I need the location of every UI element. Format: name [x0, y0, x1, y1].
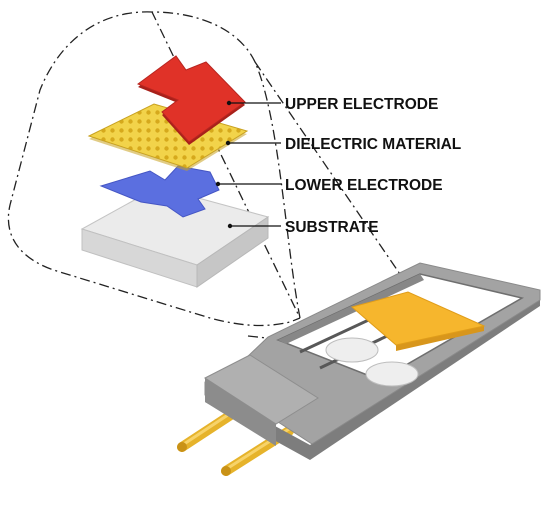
lower-electrode-label: LOWER ELECTRODE [285, 177, 443, 194]
housing-base-front [205, 378, 276, 446]
substrate-right-face [196, 216, 269, 288]
lower-electrode-shape [99, 165, 220, 218]
layer-stack [80, 55, 270, 288]
sensor-element [350, 291, 486, 351]
callout-connector-top [254, 61, 431, 319]
callout-bubble-outline [7, 11, 301, 327]
sensor-pad-side [396, 326, 484, 351]
pin-2-tip [221, 466, 231, 476]
internal-pad-2 [365, 361, 419, 387]
housing-base-block [204, 354, 319, 425]
substrate-label: SUBSTRATE [285, 219, 379, 236]
leader-lines [215, 100, 281, 229]
upper-electrode-label: UPPER ELECTRODE [285, 96, 438, 113]
layer-labels: UPPER ELECTRODE DIELECTRIC MATERIAL LOWE… [285, 96, 461, 236]
lower-electrode-layer [99, 165, 220, 218]
housing-window-rim [278, 274, 424, 344]
substrate-layer [80, 186, 270, 288]
upper-electrode-layer [136, 55, 246, 145]
dielectric-material-label: DIELECTRIC MATERIAL [285, 136, 461, 153]
sensor-device [177, 262, 541, 476]
sensor-pad-top [350, 291, 486, 346]
pin-1-tip [177, 442, 187, 452]
internal-pad-1 [325, 337, 379, 363]
housing [204, 262, 541, 460]
upper-electrode-shape [136, 55, 246, 143]
